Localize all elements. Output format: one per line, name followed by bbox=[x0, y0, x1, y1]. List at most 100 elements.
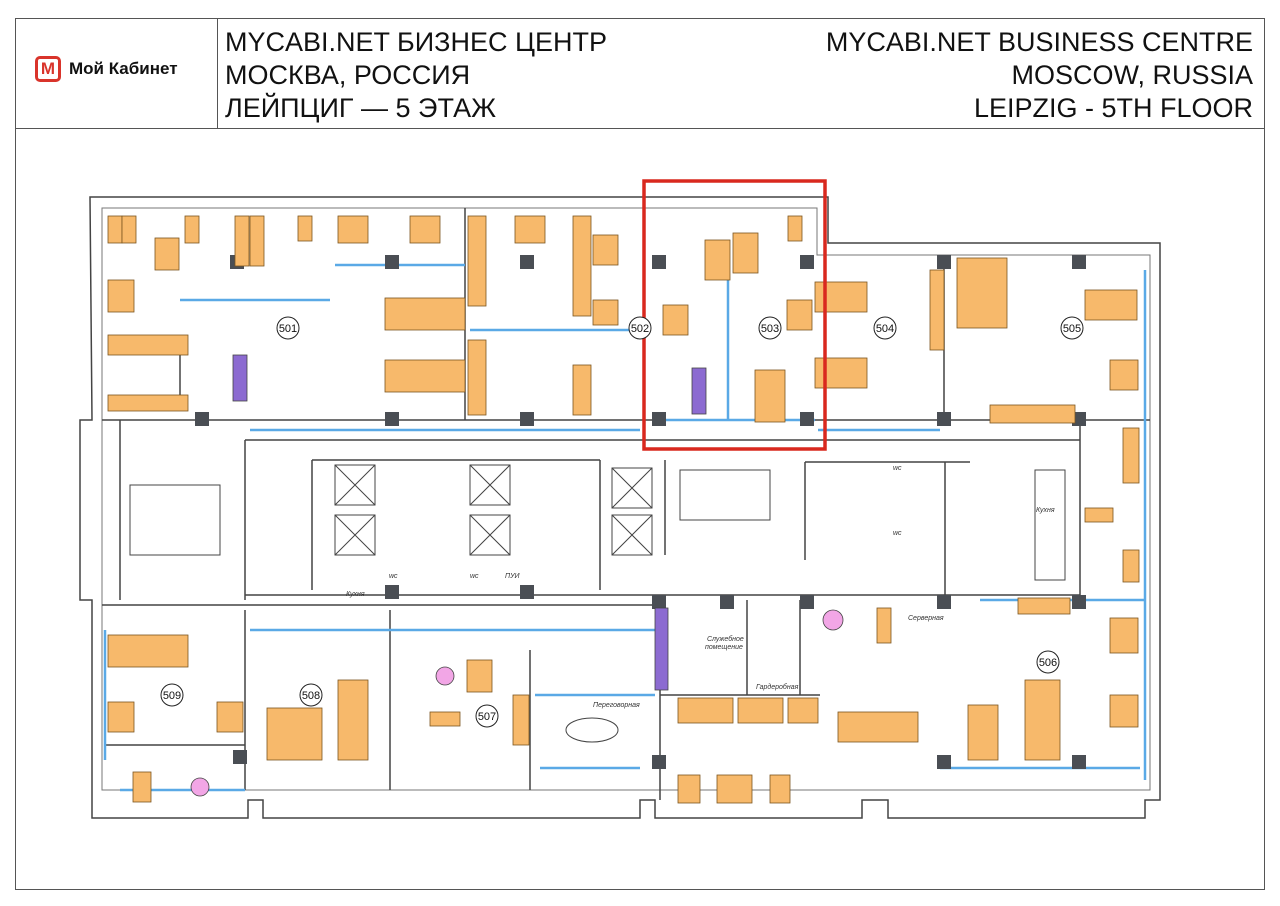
desk bbox=[337, 679, 369, 761]
room-number: 504 bbox=[876, 323, 894, 335]
room-number-badge bbox=[1036, 650, 1060, 674]
title-ru-line-2: МОСКВА, РОССИЯ bbox=[225, 60, 471, 90]
room-number: 507 bbox=[478, 711, 496, 723]
round-table bbox=[190, 777, 210, 797]
desk bbox=[814, 281, 868, 313]
desk bbox=[121, 215, 137, 244]
desk bbox=[234, 215, 250, 267]
room-number-badge bbox=[475, 704, 499, 728]
room-number-badge bbox=[276, 316, 300, 340]
building-outline bbox=[79, 196, 1161, 819]
label-wardrobe: Гардеробная bbox=[756, 683, 799, 691]
logo-cell: М Мой Кабинет bbox=[15, 18, 218, 128]
room-numbers: 501 502 503 504 505 506 507 508 509 bbox=[160, 316, 1084, 728]
label-kitchen-center: Кухня bbox=[1036, 507, 1055, 514]
desk bbox=[184, 215, 200, 244]
column bbox=[1072, 595, 1086, 609]
room-506[interactable]: 506 bbox=[1036, 650, 1060, 674]
column bbox=[1072, 255, 1086, 269]
desk bbox=[814, 357, 868, 389]
desk bbox=[787, 697, 819, 724]
room-number: 505 bbox=[1063, 323, 1081, 335]
desk bbox=[467, 215, 487, 307]
desk bbox=[1017, 597, 1071, 615]
desks bbox=[107, 215, 1140, 804]
desk bbox=[787, 215, 803, 242]
label-service-room-2: помещение bbox=[705, 644, 743, 651]
desk bbox=[967, 704, 999, 761]
room-number: 506 bbox=[1039, 657, 1057, 669]
desk bbox=[266, 707, 323, 761]
column bbox=[652, 755, 666, 769]
desk bbox=[107, 394, 189, 412]
desk bbox=[216, 701, 244, 733]
meeting-table bbox=[565, 717, 619, 743]
desk bbox=[769, 774, 791, 804]
label-meeting-room: Переговорная bbox=[593, 702, 640, 709]
desk bbox=[1109, 694, 1139, 728]
highlighted-office-503[interactable] bbox=[642, 179, 827, 451]
column bbox=[520, 585, 534, 599]
round-table bbox=[435, 666, 455, 686]
desk bbox=[786, 299, 813, 331]
desk bbox=[1109, 359, 1139, 391]
desk bbox=[677, 774, 701, 804]
room-number: 502 bbox=[631, 323, 649, 335]
desk bbox=[107, 215, 123, 244]
desk bbox=[409, 215, 441, 244]
room-502[interactable]: 502 bbox=[628, 316, 652, 340]
desk bbox=[466, 659, 493, 693]
column bbox=[937, 255, 951, 269]
column bbox=[520, 255, 534, 269]
sofas bbox=[232, 354, 707, 691]
desk bbox=[737, 697, 784, 724]
sofa bbox=[654, 607, 669, 691]
room-507[interactable]: 507 bbox=[475, 704, 499, 728]
room-number-badge bbox=[758, 316, 782, 340]
desk bbox=[716, 774, 753, 804]
column bbox=[800, 595, 814, 609]
title-ru-line-3: ЛЕЙПЦИГ — 5 ЭТАЖ bbox=[225, 93, 497, 123]
page-frame bbox=[15, 18, 1265, 890]
title-russian: MYCABI.NET БИЗНЕС ЦЕНТР МОСКВА, РОССИЯ Л… bbox=[225, 26, 607, 125]
title-en-line-3: LEIPZIG - 5TH FLOOR bbox=[973, 93, 1253, 123]
desk bbox=[429, 711, 461, 727]
desk bbox=[754, 369, 786, 423]
desk bbox=[107, 634, 189, 668]
desk bbox=[837, 711, 919, 743]
column bbox=[385, 412, 399, 426]
column bbox=[233, 750, 247, 764]
label-kitchen-left: Кухня bbox=[346, 591, 365, 598]
header: М Мой Кабинет MYCABI.NET БИЗНЕС ЦЕНТР МО… bbox=[15, 18, 1265, 129]
room-number-badge bbox=[873, 316, 897, 340]
label-janitor: ПУИ bbox=[505, 573, 521, 580]
room-501[interactable]: 501 bbox=[276, 316, 300, 340]
column bbox=[937, 755, 951, 769]
desk bbox=[384, 297, 466, 331]
column bbox=[652, 255, 666, 269]
desk bbox=[514, 215, 546, 244]
desk bbox=[876, 607, 892, 644]
room-number: 503 bbox=[761, 323, 779, 335]
desk bbox=[107, 279, 135, 313]
desk bbox=[132, 771, 152, 803]
desk bbox=[107, 701, 135, 733]
room-number-badge bbox=[299, 683, 323, 707]
desk bbox=[467, 339, 487, 416]
desk bbox=[956, 257, 1008, 329]
label-wc-4: wc bbox=[893, 530, 902, 537]
room-505[interactable]: 505 bbox=[1060, 316, 1084, 340]
room-503[interactable]: 503 bbox=[758, 316, 782, 340]
logo-mark-icon: М bbox=[35, 56, 61, 82]
column bbox=[520, 412, 534, 426]
column bbox=[800, 255, 814, 269]
label-server-room: Серверная bbox=[908, 615, 944, 622]
sofa bbox=[691, 367, 707, 415]
desk bbox=[572, 215, 592, 317]
round-table bbox=[822, 609, 844, 631]
room-504[interactable]: 504 bbox=[873, 316, 897, 340]
room-508[interactable]: 508 bbox=[299, 683, 323, 707]
column bbox=[800, 412, 814, 426]
room-509[interactable]: 509 bbox=[160, 683, 184, 707]
